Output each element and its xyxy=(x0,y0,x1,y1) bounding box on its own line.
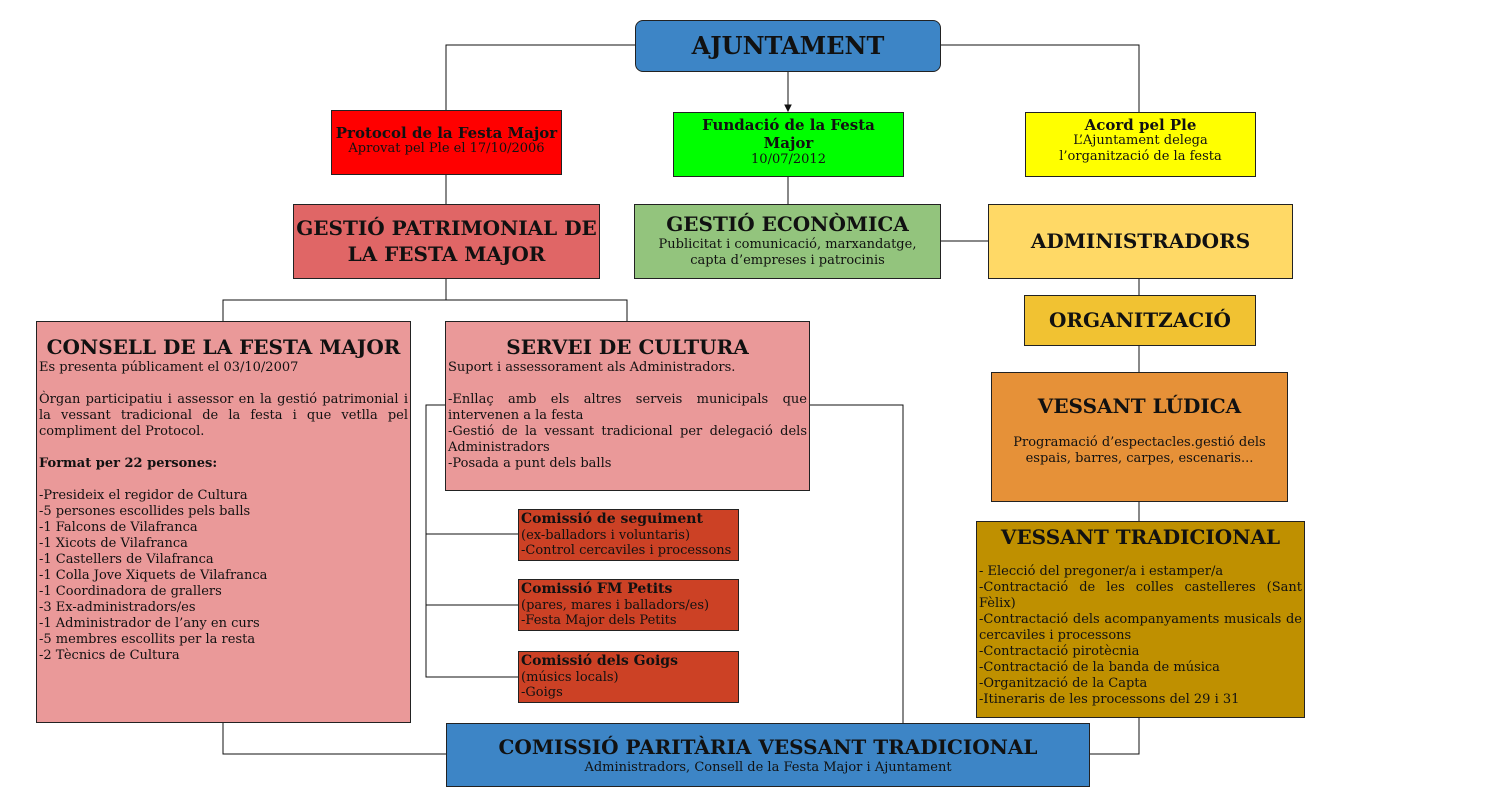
consell-box: CONSELL DE LA FESTA MAJOR Es presenta pú… xyxy=(36,321,411,723)
comissio-title: Comissió FM Petits xyxy=(521,581,673,597)
gestio-economica-box: GESTIÓ ECONÒMICA Publicitat i comunicaci… xyxy=(634,204,941,279)
comissio-paritaria-box: COMISSIÓ PARITÀRIA VESSANT TRADICIONAL A… xyxy=(446,723,1090,787)
vessant-tradicional-box: VESSANT TRADICIONAL - Elecció del pregon… xyxy=(976,521,1305,718)
ajuntament-box: AJUNTAMENT xyxy=(635,20,941,72)
consell-list: -Presideix el regidor de Cultura -5 pers… xyxy=(39,488,408,664)
consell-desc: Òrgan participatiu i assessor en la gest… xyxy=(39,392,408,439)
list-item: -1 Xicots de Vilafranca xyxy=(39,536,188,551)
servei-title: SERVEI DE CULTURA xyxy=(506,335,749,359)
list-item: -1 Castellers de Vilafranca xyxy=(39,552,214,567)
list-item: -Contractació dels acompanyaments musica… xyxy=(979,612,1302,643)
list-item: -Contractació de les colles castelleres … xyxy=(979,580,1302,611)
list-item: -1 Administrador de l’any en curs xyxy=(39,616,260,631)
consell-format: Format per 22 persones: xyxy=(39,456,218,471)
comissio-line: -Festa Major dels Petits xyxy=(521,613,677,628)
consell-title: CONSELL DE LA FESTA MAJOR xyxy=(46,335,401,359)
ludica-sub: Programació d’espectacles.gestió dels es… xyxy=(1013,435,1266,466)
list-item: -Itineraris de les processons del 29 i 3… xyxy=(979,692,1240,707)
comissio-line: (músics locals) xyxy=(521,670,619,685)
fundacio-title: Fundació de la Festa Major xyxy=(702,116,875,152)
economica-sub: Publicitat i comunicació, marxandatge, c… xyxy=(658,237,917,268)
list-item: -3 Ex-administradors/es xyxy=(39,600,196,615)
list-item: -Presideix el regidor de Cultura xyxy=(39,488,248,503)
vessant-ludica-box: VESSANT LÚDICA Programació d’espectacles… xyxy=(991,372,1288,502)
protocol-title: Protocol de la Festa Major xyxy=(335,124,558,142)
comissio-fm-petits-box: Comissió FM Petits (pares, mares i balla… xyxy=(518,579,739,631)
list-item: -Contractació pirotècnia xyxy=(979,644,1140,659)
consell-date: Es presenta públicament el 03/10/2007 xyxy=(39,360,299,375)
comissio-line: -Control cercaviles i processons xyxy=(521,543,732,558)
acord-box: Acord pel Ple L’Ajuntament delega l’orga… xyxy=(1025,112,1256,177)
ludica-title: VESSANT LÚDICA xyxy=(1037,394,1242,418)
comissio-seguiment-box: Comissió de seguiment (ex-balladors i vo… xyxy=(518,509,739,561)
comissio-title: Comissió dels Goigs xyxy=(521,653,678,669)
list-item: -1 Colla Jove Xiquets de Vilafranca xyxy=(39,568,268,583)
list-item: -Gestió de la vessant tradicional per de… xyxy=(448,424,807,455)
list-item: -1 Falcons de Vilafranca xyxy=(39,520,198,535)
gestio-patrimonial-box: GESTIÓ PATRIMONIAL DE LA FESTA MAJOR xyxy=(293,204,600,279)
list-item: -1 Coordinadora de grallers xyxy=(39,584,222,599)
organitzacio-box: ORGANITZACIÓ xyxy=(1024,295,1256,346)
protocol-sub: Aprovat pel Ple el 17/10/2006 xyxy=(348,141,545,156)
list-item: -2 Tècnics de Cultura xyxy=(39,648,180,663)
acord-sub: L’Ajuntament delega l’organització de la… xyxy=(1059,133,1222,164)
paritaria-title: COMISSIÓ PARITÀRIA VESSANT TRADICIONAL xyxy=(498,735,1038,759)
list-item: - Elecció del pregoner/a i estamper/a xyxy=(979,564,1224,579)
list-item: -Organització de la Capta xyxy=(979,676,1148,691)
comissio-title: Comissió de seguiment xyxy=(521,511,703,527)
fundacio-box: Fundació de la Festa Major 10/07/2012 xyxy=(673,112,904,177)
list-item: -Contractació de la banda de música xyxy=(979,660,1220,675)
fundacio-sub: 10/07/2012 xyxy=(751,152,826,167)
list-item: -Enllaç amb els altres serveis municipal… xyxy=(448,392,807,423)
list-item: -Posada a punt dels balls xyxy=(448,456,612,471)
protocol-box: Protocol de la Festa Major Aprovat pel P… xyxy=(331,110,562,175)
comissio-line: -Goigs xyxy=(521,685,563,700)
economica-title: GESTIÓ ECONÒMICA xyxy=(666,212,909,236)
servei-sub: Suport i assessorament als Administrador… xyxy=(448,360,736,375)
servei-box: SERVEI DE CULTURA Suport i assessorament… xyxy=(445,321,810,491)
administradors-box: ADMINISTRADORS xyxy=(988,204,1293,279)
comissio-goigs-box: Comissió dels Goigs (músics locals) -Goi… xyxy=(518,651,739,703)
comissio-line: (ex-balladors i voluntaris) xyxy=(521,528,691,543)
acord-title: Acord pel Ple xyxy=(1084,116,1197,134)
list-item: -5 persones escollides pels balls xyxy=(39,504,251,519)
tradicional-title: VESSANT TRADICIONAL xyxy=(1000,525,1281,549)
comissio-line: (pares, mares i balladors/es) xyxy=(521,598,710,613)
list-item: -5 membres escollits per la resta xyxy=(39,632,256,647)
paritaria-sub: Administradors, Consell de la Festa Majo… xyxy=(584,760,952,775)
